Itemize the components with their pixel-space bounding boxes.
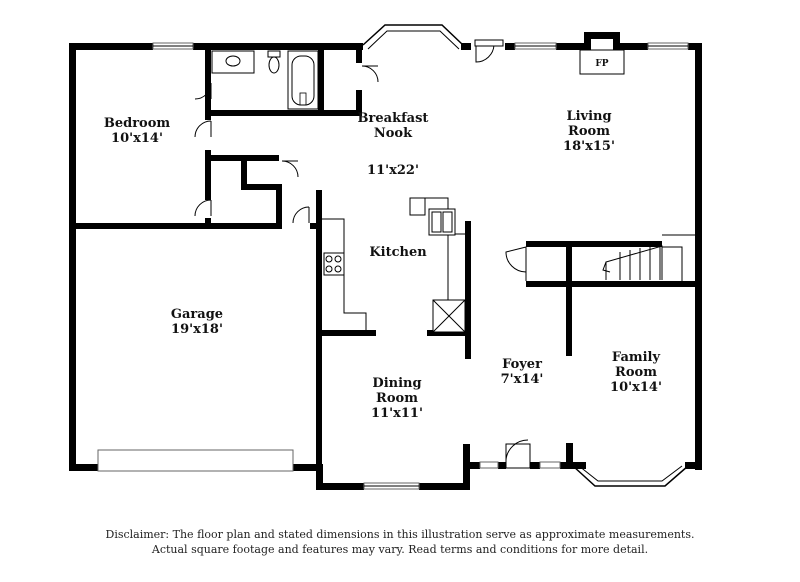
window-foyer-left [479, 461, 499, 469]
bedroom-size: 10'x14' [111, 131, 163, 146]
north-wall-nook-right [461, 43, 471, 50]
living-name-1: Living [566, 109, 611, 124]
bath-east-wall [318, 43, 324, 116]
door-arc-garage [292, 206, 310, 224]
bedroom-closet-wall [205, 150, 211, 200]
kitchen-name: Kitchen [369, 245, 427, 260]
east-wall [695, 43, 702, 470]
dining-size: 11'x11' [371, 406, 423, 421]
bath-west-wall [205, 43, 211, 113]
foyer-name: Foyer [502, 357, 542, 372]
kitchen-counter-west [322, 218, 367, 332]
door-arc-closet-stair [505, 246, 527, 273]
south-wall-garage-left [69, 464, 98, 471]
south-wall-family-right [685, 462, 702, 469]
south-wall-foyer-left [463, 462, 480, 469]
closet-east-wall-bottom [356, 90, 362, 116]
dining-name-1: Dining [372, 376, 421, 391]
living-size: 18'x15' [563, 139, 615, 154]
stair-north-wall [526, 241, 662, 247]
dining-name-2: Room [376, 391, 418, 406]
dining-north-wall [316, 330, 376, 336]
door-arc-bedroom [194, 120, 212, 138]
garage-size: 19'x18' [171, 322, 223, 337]
family-north-wall [526, 281, 695, 287]
south-wall-garage-right [293, 464, 322, 471]
west-wall [69, 43, 76, 471]
foyer-size: 7'x14' [501, 372, 544, 387]
family-name-1: Family [612, 350, 661, 365]
north-wall-bedroom-right [193, 43, 363, 50]
family-west-wall [566, 244, 572, 356]
interior-walls [316, 39, 695, 470]
living-name-2: Room [568, 124, 610, 139]
window-foyer-right [539, 461, 561, 469]
south-wall-dining-right [419, 483, 470, 490]
stairs [605, 245, 663, 280]
north-wall-bedroom-left [69, 43, 153, 50]
sink-icon [225, 55, 241, 67]
bath-vanity [211, 50, 255, 74]
disclaimer-line-2: Actual square footage and features may v… [151, 543, 649, 556]
north-wall-segment-2 [556, 43, 584, 50]
door-arc-patio [475, 44, 495, 63]
family-size: 10'x14' [610, 380, 662, 395]
breakfast-name-1: Breakfast [358, 111, 429, 126]
bedroom-walls [69, 110, 322, 350]
dining-north-wall-right [427, 330, 471, 336]
south-wall-door-jamb-left [498, 462, 506, 469]
exterior-walls [69, 43, 702, 490]
bathroom [194, 43, 379, 116]
bay-window-family [572, 465, 689, 487]
room-labels: Bedroom 10'x14' Breakfast Nook 11'x22' L… [104, 109, 662, 421]
south-wall-door-jamb-right [530, 462, 540, 469]
door-arc-closet-3 [281, 160, 299, 178]
floor-plan: FP [69, 24, 702, 490]
closet-east-wall [276, 184, 282, 227]
garage-door [97, 449, 294, 472]
bay-window-nook [362, 24, 464, 50]
garage-north-wall [69, 223, 282, 229]
garage-name: Garage [171, 307, 223, 322]
bedroom-door-jamb [205, 110, 211, 120]
kitchen-fixtures [316, 197, 471, 359]
door-arc-closet-2 [194, 199, 212, 217]
toilet-tank [267, 50, 281, 58]
fireplace-hearth [579, 49, 625, 75]
stove [323, 252, 345, 276]
breakfast-size: 11'x22' [367, 163, 419, 178]
fireplace-right [613, 32, 620, 50]
door-arc-closet [361, 65, 379, 83]
fireplace: FP [579, 32, 625, 75]
family-west-bay-jamb [566, 443, 573, 469]
fireplace-label: FP [595, 59, 608, 69]
north-wall-segment-3 [620, 43, 648, 50]
windows [97, 42, 689, 490]
dining-west-wall [316, 330, 322, 470]
family-name-2: Room [615, 365, 657, 380]
bath-south-wall [205, 110, 362, 116]
front-door [505, 443, 531, 469]
south-wall-dining-left [316, 483, 364, 490]
toilet-icon [268, 56, 280, 74]
north-wall-segment [505, 43, 515, 50]
breakfast-name-2: Nook [374, 126, 413, 141]
kitchen-west-wall [316, 190, 322, 350]
kitchen-east-wall [465, 221, 471, 359]
closet-bottom-wall [241, 184, 279, 190]
closet-east-wall-top [356, 43, 362, 63]
dining-west-step [316, 464, 323, 490]
fireplace-left [584, 32, 591, 50]
closet-divider [241, 155, 247, 190]
kitchen-sink [428, 208, 456, 236]
disclaimer-line-1: Disclaimer: The floor plan and stated di… [105, 528, 695, 541]
fireplace-top [584, 32, 620, 39]
bedroom-name: Bedroom [104, 116, 171, 131]
